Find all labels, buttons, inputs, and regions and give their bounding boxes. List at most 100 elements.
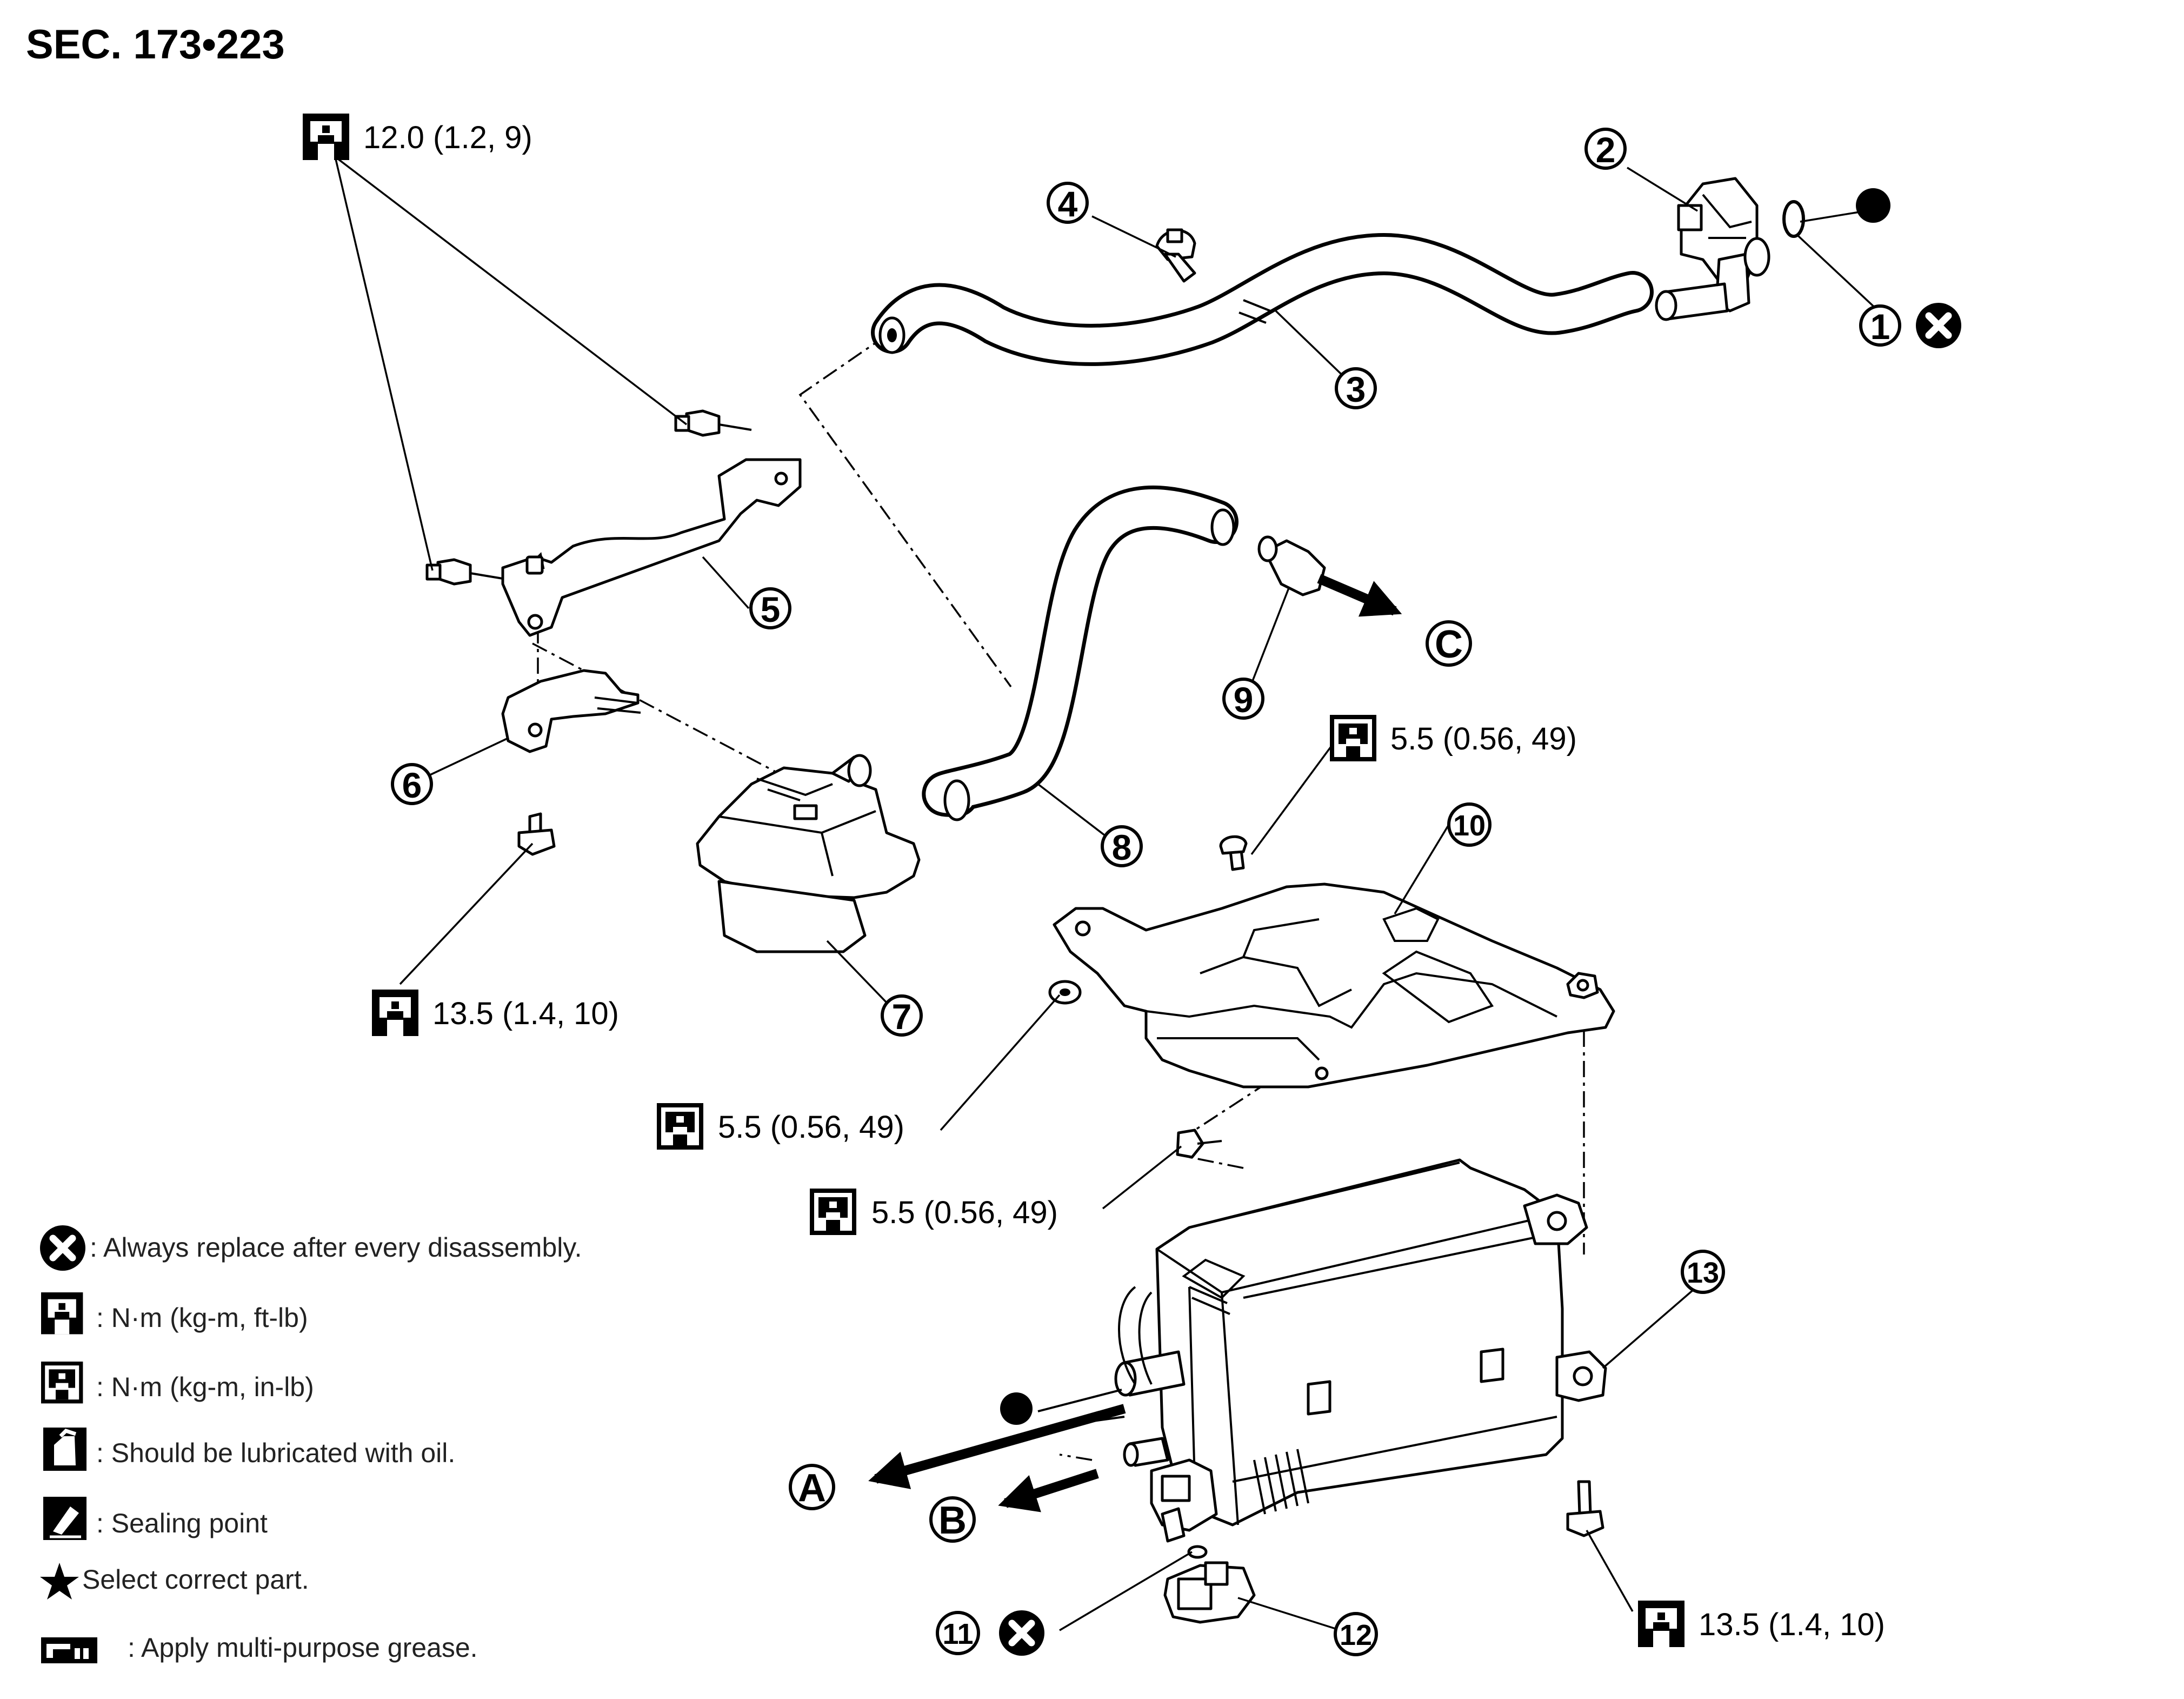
replace-dot-marker-2 bbox=[1000, 1392, 1033, 1425]
svg-text:5.5 (0.56, 49): 5.5 (0.56, 49) bbox=[718, 1110, 904, 1145]
svg-text:B: B bbox=[938, 1499, 967, 1542]
callout-7: 7 bbox=[881, 994, 923, 1037]
svg-text:: Apply multi-purpose grease.: : Apply multi-purpose grease. bbox=[128, 1632, 478, 1663]
callout-10: 10 bbox=[1447, 802, 1491, 847]
part-8-vapor-hose bbox=[922, 485, 1239, 821]
bolt-upper-right bbox=[674, 409, 752, 437]
svg-text:: Should be lubricated with oi: : Should be lubricated with oil. bbox=[96, 1438, 455, 1468]
torque-inlb-icon bbox=[657, 1103, 703, 1150]
torque-ftlb-icon bbox=[303, 114, 349, 160]
svg-text:4: 4 bbox=[1058, 184, 1078, 224]
replace-x-icon bbox=[1916, 303, 1961, 348]
arrow-a bbox=[868, 1404, 1126, 1489]
leader-lines bbox=[334, 156, 1881, 1631]
torque-ftlb-icon bbox=[1638, 1601, 1684, 1647]
svg-text:A: A bbox=[798, 1466, 826, 1510]
legend-item-sealing: : Sealing point bbox=[43, 1497, 268, 1540]
part-7-canister-filter bbox=[696, 754, 921, 953]
callout-9: 9 bbox=[1222, 678, 1264, 720]
torque-spec-6: 13.5 (1.4, 10) bbox=[1638, 1601, 1885, 1647]
part-4-clip bbox=[1155, 228, 1196, 283]
part-1-o-ring bbox=[1782, 200, 1805, 238]
replace-dot-marker-1 bbox=[1856, 188, 1890, 223]
grease-icon bbox=[41, 1637, 97, 1663]
svg-text:: Sealing point: : Sealing point bbox=[96, 1508, 268, 1538]
oil-can-icon bbox=[43, 1428, 86, 1471]
bolt-part-6 bbox=[517, 812, 556, 856]
part-3-vapor-hose bbox=[871, 233, 1654, 366]
legend-item-torque-ftlb: : N·m (kg-m, ft-lb) bbox=[41, 1292, 308, 1335]
svg-text:2: 2 bbox=[1596, 130, 1616, 170]
callout-12: 12 bbox=[1334, 1612, 1378, 1656]
legend-item-grease: : Apply multi-purpose grease. bbox=[41, 1632, 478, 1663]
part-6-lower-bracket bbox=[501, 669, 641, 753]
svg-text:Select correct part.: Select correct part. bbox=[82, 1564, 309, 1595]
svg-text:: N·m (kg-m, ft-lb): : N·m (kg-m, ft-lb) bbox=[96, 1303, 308, 1333]
bolt-part-13 bbox=[1566, 1480, 1604, 1537]
svg-text:10: 10 bbox=[1453, 809, 1486, 842]
torque-inlb-icon bbox=[810, 1189, 856, 1235]
legend-item-torque-inlb: : N·m (kg-m, in-lb) bbox=[41, 1362, 314, 1404]
section-title: SEC. 173•223 bbox=[26, 22, 285, 68]
torque-spec-1: 12.0 (1.2, 9) bbox=[303, 114, 532, 160]
torque-inlb-icon bbox=[41, 1362, 83, 1404]
svg-text:C: C bbox=[1435, 623, 1463, 666]
torque-spec-4: 5.5 (0.56, 49) bbox=[657, 1103, 904, 1150]
replace-x-icon bbox=[40, 1225, 85, 1271]
svg-text:13.5 (1.4, 10): 13.5 (1.4, 10) bbox=[432, 996, 619, 1031]
part-12-pressure-sensor bbox=[1163, 1561, 1256, 1624]
bolt-part-10-lower bbox=[1176, 1129, 1222, 1159]
torque-spec-2: 13.5 (1.4, 10) bbox=[372, 990, 619, 1036]
callout-1: 1 bbox=[1859, 303, 1961, 348]
svg-text:5.5 (0.56, 49): 5.5 (0.56, 49) bbox=[871, 1195, 1058, 1230]
legend-item-oil: : Should be lubricated with oil. bbox=[43, 1428, 455, 1471]
legend-item-replace: : Always replace after every disassembly… bbox=[40, 1225, 582, 1271]
star-icon bbox=[40, 1563, 79, 1600]
svg-text:11: 11 bbox=[942, 1618, 973, 1650]
evap-canister bbox=[1114, 1158, 1607, 1543]
svg-text:5: 5 bbox=[761, 589, 781, 629]
torque-ftlb-icon bbox=[372, 990, 418, 1036]
direction-label-b: B bbox=[929, 1496, 976, 1543]
svg-text:9: 9 bbox=[1234, 680, 1254, 720]
torque-spec-3: 5.5 (0.56, 49) bbox=[1330, 715, 1577, 761]
legend-item-select-part: Select correct part. bbox=[40, 1563, 309, 1600]
part-11-o-ring bbox=[1187, 1545, 1208, 1559]
callout-13: 13 bbox=[1681, 1250, 1725, 1294]
bolt-part-10-top bbox=[1219, 835, 1248, 871]
svg-text:7: 7 bbox=[892, 997, 912, 1037]
direction-label-a: A bbox=[789, 1464, 835, 1510]
svg-text:13.5 (1.4, 10): 13.5 (1.4, 10) bbox=[1699, 1607, 1885, 1642]
part-5-bracket bbox=[501, 458, 802, 637]
sealing-point-icon bbox=[43, 1497, 86, 1540]
direction-label-c: C bbox=[1426, 620, 1472, 667]
callout-6: 6 bbox=[391, 763, 433, 805]
arrow-b bbox=[998, 1469, 1099, 1512]
torque-ftlb-icon bbox=[41, 1292, 83, 1335]
svg-text:: Always replace after every d: : Always replace after every disassembly… bbox=[90, 1232, 582, 1263]
svg-text:12.0 (1.2, 9): 12.0 (1.2, 9) bbox=[363, 120, 532, 155]
svg-text:3: 3 bbox=[1346, 369, 1366, 409]
callout-2: 2 bbox=[1584, 128, 1627, 170]
svg-text:1: 1 bbox=[1870, 307, 1890, 347]
bolt-upper-left bbox=[425, 558, 503, 586]
callout-4: 4 bbox=[1047, 182, 1089, 224]
legend: : Always replace after every disassembly… bbox=[40, 1225, 582, 1663]
part-10-canister-protector bbox=[1053, 882, 1615, 1089]
svg-text:13: 13 bbox=[1687, 1257, 1719, 1289]
callout-8: 8 bbox=[1101, 825, 1143, 867]
svg-text:5.5 (0.56, 49): 5.5 (0.56, 49) bbox=[1390, 721, 1577, 756]
svg-text:12: 12 bbox=[1340, 1619, 1372, 1651]
svg-text:6: 6 bbox=[402, 765, 422, 805]
torque-inlb-icon bbox=[1330, 715, 1376, 761]
part-2-evap-purge-valve bbox=[1655, 177, 1770, 321]
svg-text:8: 8 bbox=[1112, 827, 1132, 867]
callout-11: 11 bbox=[936, 1610, 1044, 1656]
replace-x-icon bbox=[999, 1610, 1044, 1656]
svg-text:: N·m (kg-m, in-lb): : N·m (kg-m, in-lb) bbox=[96, 1372, 314, 1402]
callout-5: 5 bbox=[749, 587, 791, 629]
torque-spec-5: 5.5 (0.56, 49) bbox=[810, 1189, 1058, 1235]
callout-3: 3 bbox=[1335, 367, 1377, 409]
part-9-connector bbox=[1257, 535, 1402, 617]
